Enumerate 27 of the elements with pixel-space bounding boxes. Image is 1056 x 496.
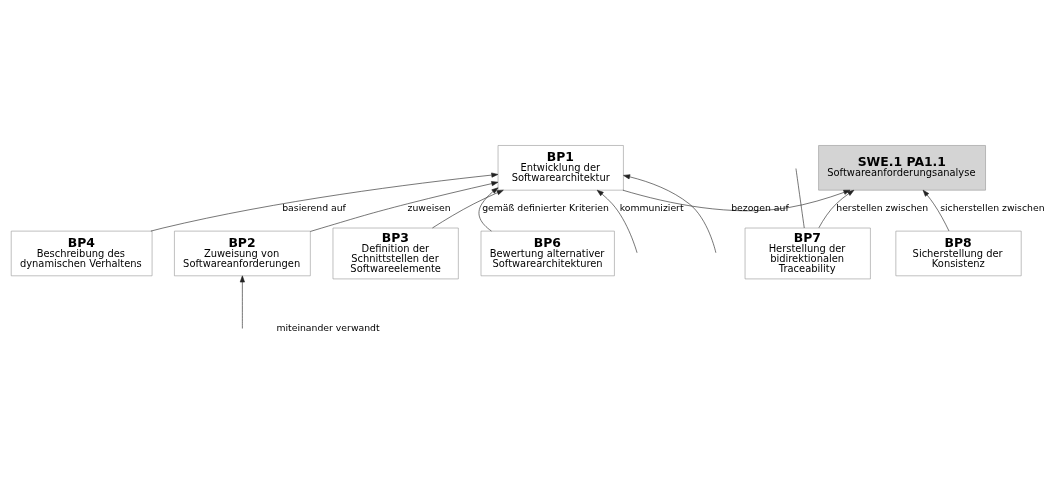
node-box: BP7 Herstellung der bidirektionalen Traceability <box>744 227 871 279</box>
arrow <box>310 180 499 232</box>
node-box: BP2 Zuweisung von Softwareanforderungen <box>174 230 311 276</box>
edge-label: basierend auf <box>282 201 346 213</box>
edge-label: bezogen auf <box>731 201 789 213</box>
arrow <box>623 173 717 253</box>
node-box: BP1 Entwicklung der Softwarearchitektur <box>497 144 624 190</box>
arrow <box>478 187 499 231</box>
edge-label: gemäß definierter Kriterien <box>482 201 609 213</box>
arrow <box>239 275 245 329</box>
edge-label: kommuniziert <box>619 201 684 213</box>
edge-label: zuweisen <box>407 201 451 213</box>
edge-label: herstellen zwischen <box>836 201 929 213</box>
arrow <box>432 189 504 228</box>
arrow <box>596 189 638 253</box>
arrow <box>818 189 855 228</box>
node-box: BP4 Beschreibung des dynamischen Verhaltens <box>10 230 153 276</box>
arrow <box>150 172 499 231</box>
node-box: SWE.1 PA1.1 Softwareanforderungsanalyse <box>818 144 986 190</box>
node-box: BP6 Bewertung alternativer Softwarearchitekturen <box>480 230 615 276</box>
connector <box>795 167 805 228</box>
label: miteinander verwandt <box>276 321 380 333</box>
edge-label: sicherstellen zwischen <box>940 201 1045 213</box>
arrow <box>622 189 851 211</box>
node-box: BP3 Definition der Schnittstellen der Softwareelemente <box>332 227 459 279</box>
arrow <box>922 189 950 231</box>
node-box: BP8 Sicherstellung der Konsistenz <box>895 230 1022 276</box>
